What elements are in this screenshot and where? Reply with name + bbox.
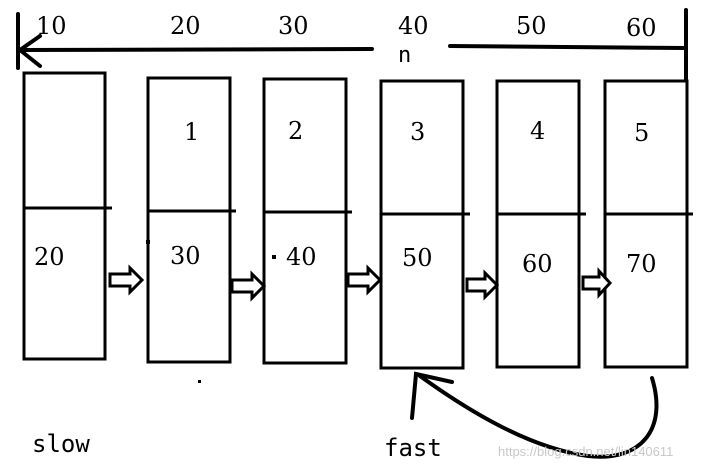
node-1-data: 1	[184, 118, 199, 146]
stray-mark-1	[146, 240, 150, 244]
link-arrow-0-1	[108, 264, 145, 296]
slow-label: slow	[32, 430, 90, 458]
node-0-box	[22, 71, 107, 361]
node-next-values: 20 30 40 50 60 70	[34, 242, 657, 278]
node-4-data: 4	[530, 117, 545, 145]
node-5	[603, 79, 693, 369]
address-label-60: 60	[626, 14, 657, 42]
node-2	[262, 77, 352, 365]
node-3-next: 50	[402, 244, 433, 272]
address-arrow	[16, 8, 688, 82]
node-0	[22, 71, 112, 361]
address-label-30: 30	[278, 12, 309, 40]
node-1	[146, 76, 236, 364]
link-arrow-2-3	[346, 264, 383, 296]
address-arrow-head	[16, 34, 42, 68]
address-label-10: 10	[36, 12, 67, 40]
node-4-box	[495, 79, 581, 369]
cycle-arrow-head	[410, 371, 454, 420]
node-5-next: 70	[626, 250, 657, 278]
node-1-next: 30	[170, 242, 201, 270]
link-arrow-4-5	[581, 267, 613, 299]
cycle-arrow-curve	[418, 374, 659, 459]
address-label-20: 20	[170, 12, 201, 40]
node-3	[379, 79, 470, 370]
node-0-next: 20	[34, 243, 65, 271]
cycle-arrow	[410, 371, 659, 459]
link-arrow-3-4	[465, 269, 500, 301]
node-5-data: 5	[634, 119, 649, 147]
address-arrow-left-segment	[16, 47, 374, 52]
node-2-box	[262, 77, 348, 365]
node-3-box	[379, 79, 465, 370]
stray-mark-3	[272, 255, 276, 259]
node-4-next: 60	[522, 250, 553, 278]
node-3-data: 3	[410, 118, 425, 146]
node-5-box	[603, 79, 689, 369]
node-2-next: 40	[286, 243, 317, 271]
stray-marks	[146, 240, 276, 383]
node-1-box	[146, 76, 232, 364]
address-labels: 10 20 30 40 50 60	[36, 12, 657, 42]
pointer-label-n: n	[398, 43, 411, 68]
link-arrows	[108, 264, 613, 302]
watermark: https://blog.csdn.net/lin140611	[498, 444, 673, 459]
fast-label: fast	[384, 434, 442, 462]
stray-mark-2	[198, 380, 201, 383]
address-arrow-right-segment	[448, 44, 688, 50]
node-data-values: 1 2 3 4 5	[184, 117, 649, 147]
node-4	[495, 79, 586, 369]
address-label-50: 50	[516, 12, 547, 40]
address-label-40: 40	[398, 12, 429, 40]
link-arrow-1-2	[230, 270, 267, 302]
node-2-data: 2	[288, 117, 303, 145]
